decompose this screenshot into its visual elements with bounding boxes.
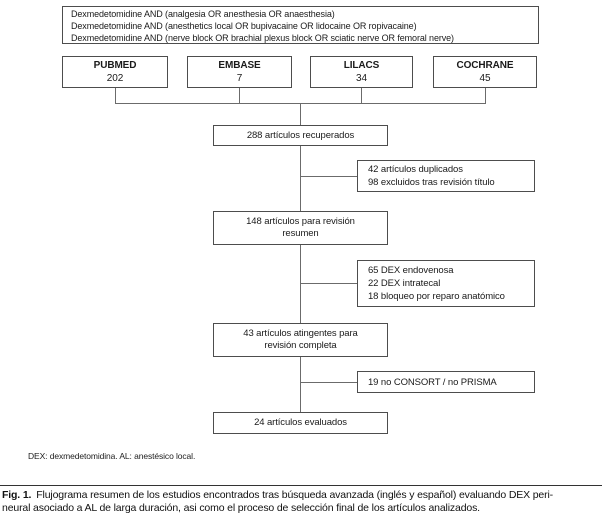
search-query-box: Dexmedetomidine AND (analgesia OR anesth… — [62, 6, 539, 44]
flow-box-abstract-review: 148 artículos para revisión resumen — [213, 211, 388, 245]
connector-abstract-to-full — [300, 245, 301, 323]
connector-stub-lilacs — [361, 88, 362, 104]
database-name: EMBASE — [218, 60, 261, 71]
figure-caption-label: Fig. 1. — [2, 489, 32, 501]
flow-box-abstract-review-line: 148 artículos para revisión — [246, 216, 355, 227]
exclusion-line: 42 artículos duplicados — [368, 164, 463, 175]
connector-branch-excluded-full — [300, 382, 357, 383]
flow-box-full-review: 43 artículos atingentes para revisión co… — [213, 323, 388, 357]
connector-retrieved-to-abstract — [300, 146, 301, 211]
flow-box-evaluated-label: 24 artículos evaluados — [254, 417, 347, 428]
search-query-line-2: Dexmedetomidine AND (anesthetics local O… — [71, 21, 417, 31]
database-box-cochrane: COCHRANE 45 — [433, 56, 537, 88]
exclusion-line: 19 no CONSORT / no PRISMA — [368, 376, 497, 388]
database-count: 202 — [106, 73, 124, 84]
exclusion-line: 18 bloqueo por reparo anatómico — [368, 291, 505, 302]
connector-stub-pubmed — [115, 88, 116, 104]
flow-box-retrieved-label: 288 artículos recuperados — [246, 129, 355, 141]
database-name: LILACS — [343, 60, 380, 71]
connector-full-to-evaluated — [300, 357, 301, 412]
connector-stub-embase — [239, 88, 240, 104]
search-query-line-1: Dexmedetomidine AND (analgesia OR anesth… — [71, 9, 335, 19]
database-count: 45 — [479, 73, 491, 84]
database-name: PUBMED — [93, 60, 137, 71]
database-box-pubmed: PUBMED 202 — [62, 56, 168, 88]
abbreviations-footnote: DEX: dexmedetomidina. AL: anestésico loc… — [28, 451, 196, 461]
connector-collector-drop — [300, 103, 301, 125]
flow-box-evaluated: 24 artículos evaluados — [213, 412, 388, 434]
database-box-embase: EMBASE 7 — [187, 56, 292, 88]
exclusion-line: 65 DEX endovenosa — [368, 265, 454, 276]
flow-box-full-review-line: revisión completa — [264, 340, 337, 351]
flow-box-full-review-line: 43 artículos atingentes para — [243, 328, 358, 339]
flow-box-retrieved: 288 artículos recuperados — [213, 125, 388, 146]
database-count: 34 — [356, 73, 367, 84]
exclusion-box-consort-prisma: 19 no CONSORT / no PRISMA — [357, 371, 535, 393]
exclusion-box-title-review: 42 artículos duplicados 98 excluidos tra… — [357, 160, 535, 192]
database-name: COCHRANE — [456, 60, 514, 71]
figure-caption-text-line1: Flujograma resumen de los estudios encon… — [36, 489, 553, 501]
database-box-lilacs: LILACS 34 — [310, 56, 413, 88]
connector-branch-excluded-abstract — [300, 283, 357, 284]
search-query-line-3: Dexmedetomidine AND (nerve block OR brac… — [71, 33, 454, 43]
connector-stub-cochrane — [485, 88, 486, 104]
figure-caption: Fig. 1. Flujograma resumen de los estudio… — [2, 489, 601, 515]
exclusion-line: 98 excluidos tras revisión título — [368, 177, 495, 188]
caption-divider-rule — [0, 485, 602, 486]
flow-box-abstract-review-line: resumen — [282, 228, 319, 239]
exclusion-box-abstract-review: 65 DEX endovenosa 22 DEX intratecal 18 b… — [357, 260, 535, 307]
figure-caption-text-line2: neural asociado a AL de larga duración, … — [2, 502, 480, 514]
exclusion-line: 22 DEX intratecal — [368, 278, 441, 289]
connector-branch-excluded-title — [300, 176, 358, 177]
database-count: 7 — [236, 73, 243, 84]
